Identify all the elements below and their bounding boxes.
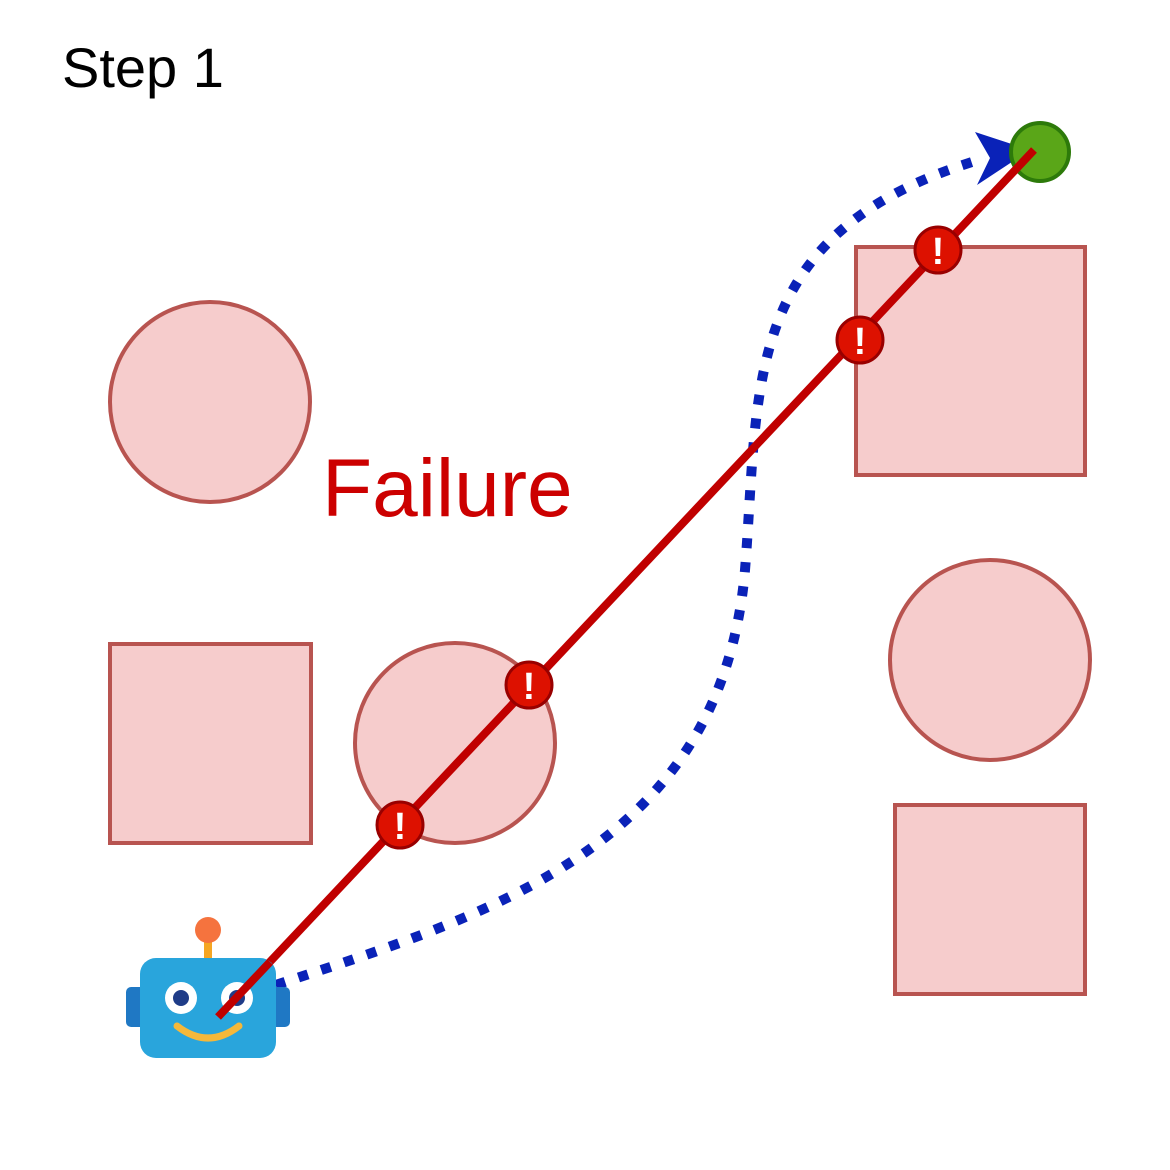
collision-marker: !: [375, 800, 425, 850]
collision-marker-glyph: !: [523, 666, 536, 708]
collision-marker: !: [835, 315, 885, 365]
direct-path-start: [215, 959, 273, 1020]
collision-marker: !: [504, 660, 554, 710]
obstacle-square: [854, 245, 1087, 477]
goal-point: [1009, 121, 1071, 183]
robot-smile: [173, 1022, 243, 1042]
failure-label: Failure: [322, 443, 573, 534]
robot-eye-left-pupil: [173, 990, 189, 1006]
collision-marker-glyph: !: [932, 231, 945, 273]
obstacle-square: [108, 642, 313, 845]
collision-marker: !: [913, 225, 963, 275]
robot-icon: [126, 917, 290, 1058]
obstacle-circle: [888, 558, 1092, 762]
collision-marker-glyph: !: [394, 806, 407, 848]
step-label: Step 1: [62, 36, 224, 99]
curved-path-arrowhead: [975, 132, 1030, 185]
robot-antenna-stem: [204, 938, 212, 962]
collision-marker-glyph: !: [854, 321, 867, 363]
obstacle-square: [893, 803, 1087, 996]
direct-path-line: [215, 147, 1037, 1020]
obstacle-circle: [108, 300, 312, 504]
obstacle-circle: [353, 641, 557, 845]
curved-dotted-path: [228, 153, 987, 1005]
robot-antenna-tip: [195, 917, 221, 943]
